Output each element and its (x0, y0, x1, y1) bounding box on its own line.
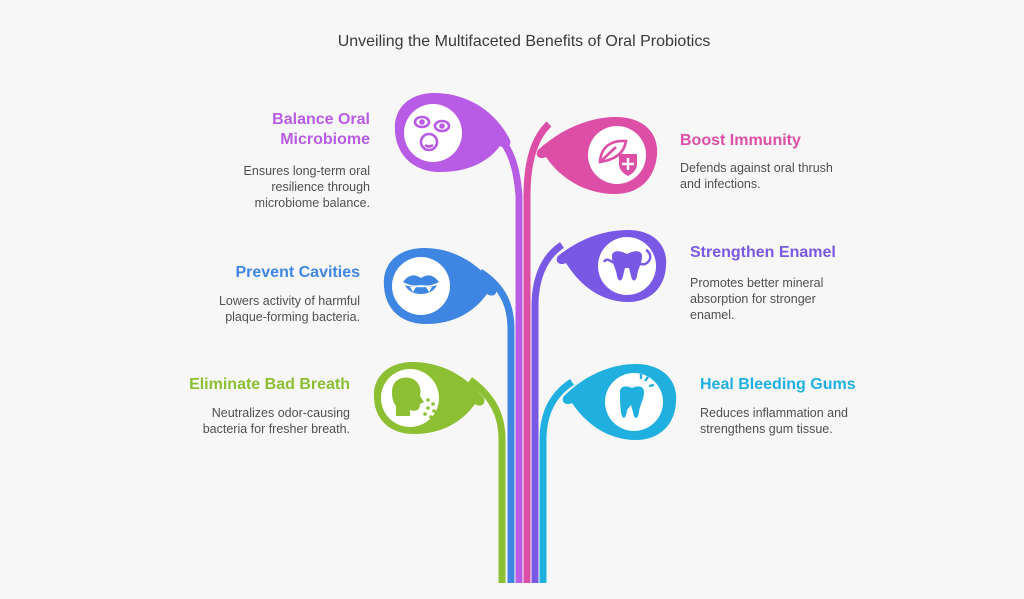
heading-enamel: Strengthen Enamel (690, 244, 836, 261)
heading-gums: Heal Bleeding Gums (700, 376, 856, 393)
desc-enamel: Promotes better mineral absorption for s… (690, 276, 824, 322)
tooth-sparkle-icon (620, 374, 655, 418)
stem-gums (539, 379, 574, 583)
bulb-balance (394, 93, 511, 172)
heading-cavities: Prevent Cavities (235, 264, 360, 281)
mouth-teeth-icon (403, 275, 439, 294)
desc-breath: Neutralizes odor-causing bacteria for fr… (202, 406, 350, 436)
diagram-title: Unveiling the Multifaceted Benefits of O… (337, 33, 711, 50)
bulb-cavities (383, 248, 497, 324)
stem-enamel (531, 242, 565, 583)
stem-immunity (523, 121, 552, 583)
head-breath-icon (392, 377, 436, 419)
bulb-gums (562, 364, 677, 440)
desc-balance: Ensures long-term oral resilience throug… (243, 164, 370, 210)
stem-bundle (467, 121, 574, 583)
bulb-enamel (556, 230, 667, 302)
bulb-breath (373, 362, 485, 434)
heading-balance: Balance Oral Microbiome (272, 111, 370, 148)
shield-leaf-icon (598, 139, 637, 176)
stem-breath (467, 377, 506, 583)
stem-cavities (478, 269, 515, 583)
desc-immunity: Defends against oral thrush and infectio… (680, 161, 833, 191)
heading-immunity: Boost Immunity (680, 132, 801, 149)
tooth-floss-icon (602, 248, 652, 281)
desc-cavities: Lowers activity of harmful plaque-formin… (218, 294, 360, 324)
desc-gums: Reduces inflammation and strengthens gum… (700, 406, 848, 436)
bulb-immunity (536, 117, 658, 194)
heading-breath: Eliminate Bad Breath (189, 376, 350, 393)
microbes-icon (413, 115, 451, 152)
stem-balance (490, 127, 523, 583)
